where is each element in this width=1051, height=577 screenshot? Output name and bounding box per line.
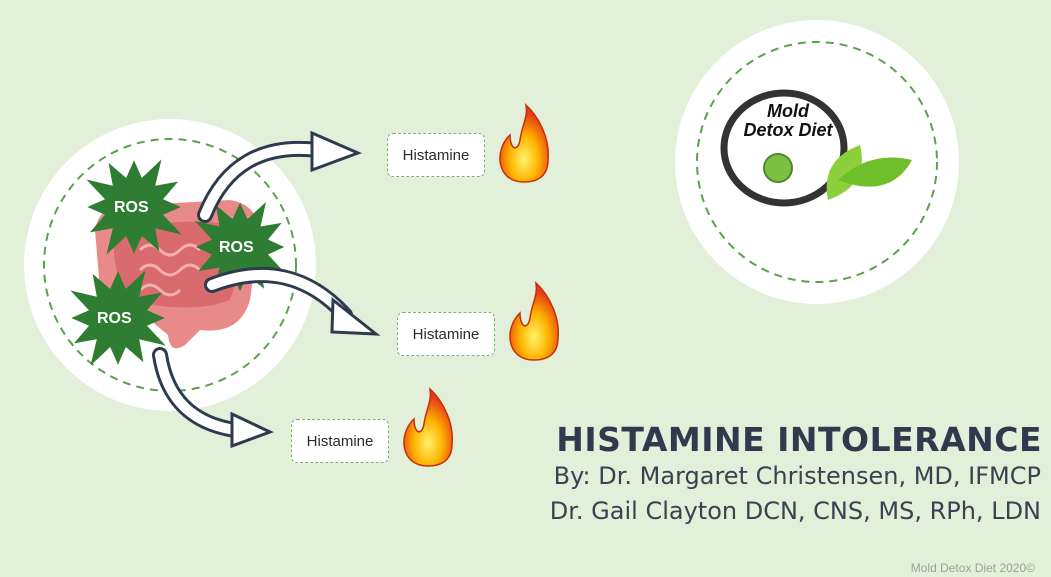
ros-star-icon (70, 270, 166, 366)
histamine-label: Histamine (412, 325, 480, 343)
copyright-footer: Mold Detox Diet 2020© (910, 561, 1035, 575)
logo-text: Mold Detox Diet (733, 102, 843, 140)
logo-circle (675, 20, 959, 304)
page-title: HISTAMINE INTOLERANCE (556, 420, 1042, 459)
leaf-icon (838, 157, 912, 187)
logo-line-1: Mold (767, 101, 809, 121)
ros-label: ROS (219, 239, 254, 256)
histamine-box: Histamine (291, 419, 389, 463)
histamine-label: Histamine (306, 432, 374, 450)
ros-label: ROS (114, 199, 149, 216)
fire-icon (499, 102, 549, 183)
leaf-icon (826, 145, 862, 200)
ros-label: ROS (97, 310, 132, 327)
ros-star-icon (195, 202, 285, 292)
arrow-icon (197, 130, 363, 223)
ros-star-icon (86, 159, 182, 255)
arrow-icon (204, 267, 381, 336)
fire-icon (509, 280, 559, 361)
histamine-label: Histamine (402, 146, 470, 164)
virus-icon (763, 153, 793, 183)
arrow-icon (152, 347, 274, 449)
logo-line-2: Detox Diet (743, 120, 833, 140)
histamine-box: Histamine (397, 312, 495, 356)
author-line: By: Dr. Margaret Christensen, MD, IFMCP (553, 462, 1041, 490)
histamine-box: Histamine (387, 133, 485, 177)
author-line: Dr. Gail Clayton DCN, CNS, MS, RPh, LDN (549, 497, 1041, 525)
fire-icon (403, 386, 453, 467)
